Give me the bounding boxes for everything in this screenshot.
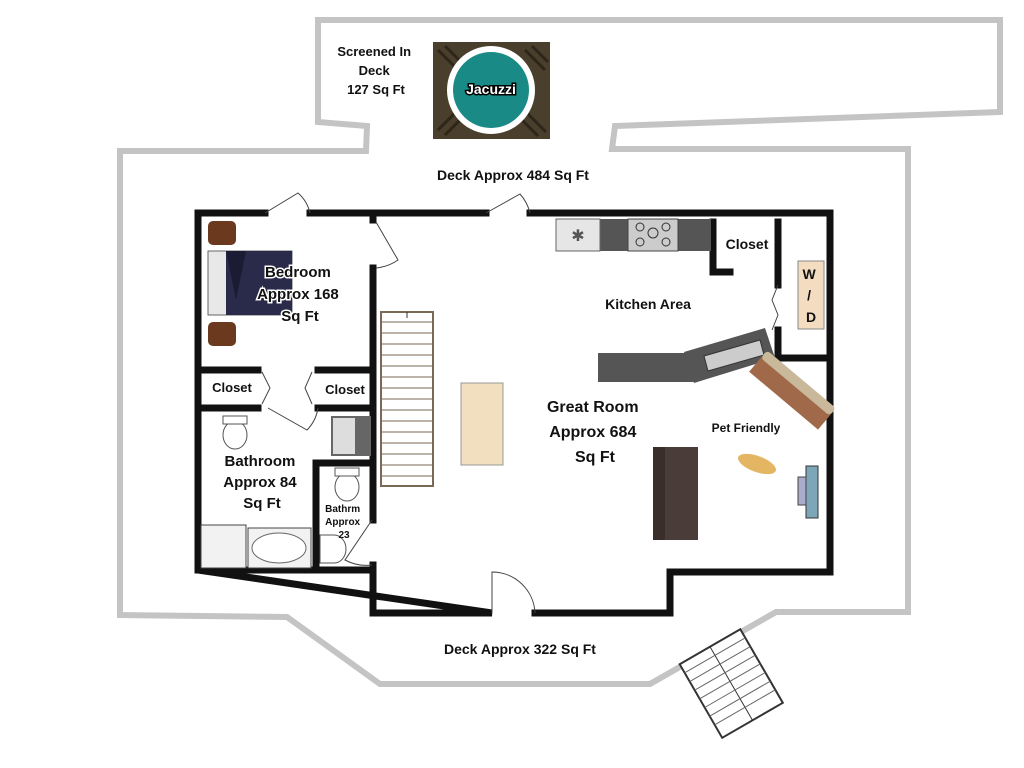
- deck-stairs: [678, 627, 785, 740]
- doors: [261, 192, 779, 614]
- deck-top-label: Deck Approx 484 Sq Ft: [437, 167, 589, 183]
- bathroom-label: Bathroom Approx 84 Sq Ft: [223, 453, 301, 512]
- great-room-furniture: [460, 351, 835, 540]
- half-bath-label: Bathrm Approx 23: [325, 504, 363, 541]
- deck-bottom-label: Deck Approx 322 Sq Ft: [444, 641, 596, 657]
- fan-icon: ✱: [571, 228, 584, 245]
- dog-icon: [738, 453, 776, 475]
- screened-deck-label: Screened In Deck 127 Sq Ft: [337, 44, 414, 97]
- walls: [194, 209, 834, 617]
- closet-right-label: Closet: [325, 382, 365, 397]
- deck-outline: [117, 17, 1003, 687]
- bathroom-fixtures: [200, 415, 371, 569]
- closet-kitchen-label: Closet: [726, 236, 769, 252]
- bed: [207, 221, 293, 346]
- kitchen-label: Kitchen Area: [605, 296, 691, 312]
- closet-left-label: Closet: [212, 380, 252, 395]
- bedroom-label: Bedroom Approx 168 Sq Ft: [257, 264, 343, 325]
- kitchen-fixtures: ✱: [555, 218, 825, 383]
- great-room-label: Great Room Approx 684 Sq Ft: [547, 399, 643, 466]
- jacuzzi: Jacuzzi: [433, 42, 550, 139]
- washer-dryer-label: W / D: [802, 266, 819, 325]
- interior-stairs: [380, 311, 434, 487]
- pet-friendly-label: Pet Friendly: [712, 421, 781, 435]
- jacuzzi-label: Jacuzzi: [466, 81, 516, 97]
